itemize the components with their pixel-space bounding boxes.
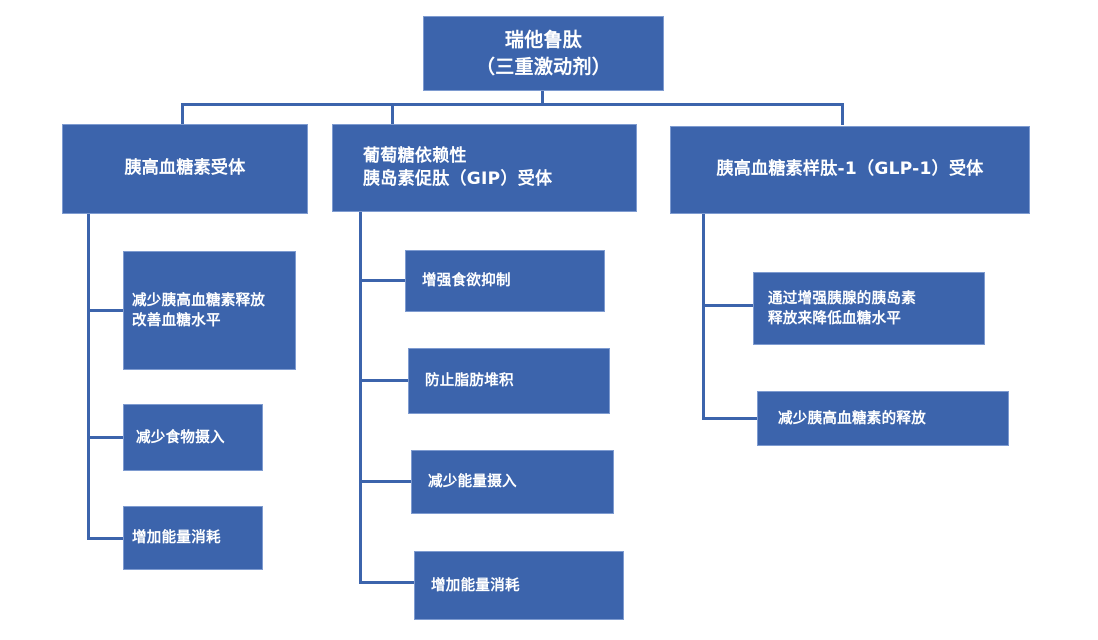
connector-leaf-2-1	[359, 279, 406, 282]
connector-leaf-1-1	[87, 309, 124, 312]
connector-leaf-3-1	[702, 304, 754, 307]
node-leaf-2-2[interactable]: 防止脂肪堆积	[408, 348, 610, 414]
connector-leaf-2-4	[359, 581, 415, 584]
connector-root-stem	[541, 91, 544, 105]
node-leaf-2-1[interactable]: 增强食欲抑制	[405, 250, 605, 312]
connector-leaf-3-2	[702, 417, 758, 420]
node-leaf-1-1[interactable]: 减少胰高血糖素释放 改善血糖水平	[123, 251, 296, 370]
node-branch-2[interactable]: 葡萄糖依赖性 胰岛素促肽（GIP）受体	[332, 124, 637, 212]
connector-leaf-2-3	[359, 480, 412, 483]
node-branch-1[interactable]: 胰高血糖素受体	[62, 124, 308, 214]
node-leaf-2-4[interactable]: 增加能量消耗	[414, 551, 624, 620]
connector-leaf-1-3	[87, 537, 124, 540]
connector-leaf-2-2	[359, 379, 409, 382]
connector-root-bus	[181, 103, 844, 106]
connector-drop-branch-3	[841, 103, 844, 125]
connector-drop-branch-2	[391, 103, 394, 125]
connector-leaf-1-2	[87, 436, 124, 439]
node-root[interactable]: 瑞他鲁肽 （三重激动剂）	[423, 16, 664, 91]
connector-spine-branch-2	[359, 212, 362, 584]
node-leaf-3-1[interactable]: 通过增强胰腺的胰岛素 释放来降低血糖水平	[753, 272, 985, 345]
connector-drop-branch-1	[181, 103, 184, 125]
connector-spine-branch-1	[87, 214, 90, 540]
node-leaf-3-2[interactable]: 减少胰高血糖素的释放	[757, 391, 1009, 446]
connector-spine-branch-3	[702, 214, 705, 420]
node-leaf-1-3[interactable]: 增加能量消耗	[123, 506, 263, 570]
node-leaf-2-3[interactable]: 减少能量摄入	[411, 450, 614, 514]
node-leaf-1-2[interactable]: 减少食物摄入	[123, 404, 263, 471]
node-branch-3[interactable]: 胰高血糖素样肽-1（GLP-1）受体	[670, 126, 1030, 214]
